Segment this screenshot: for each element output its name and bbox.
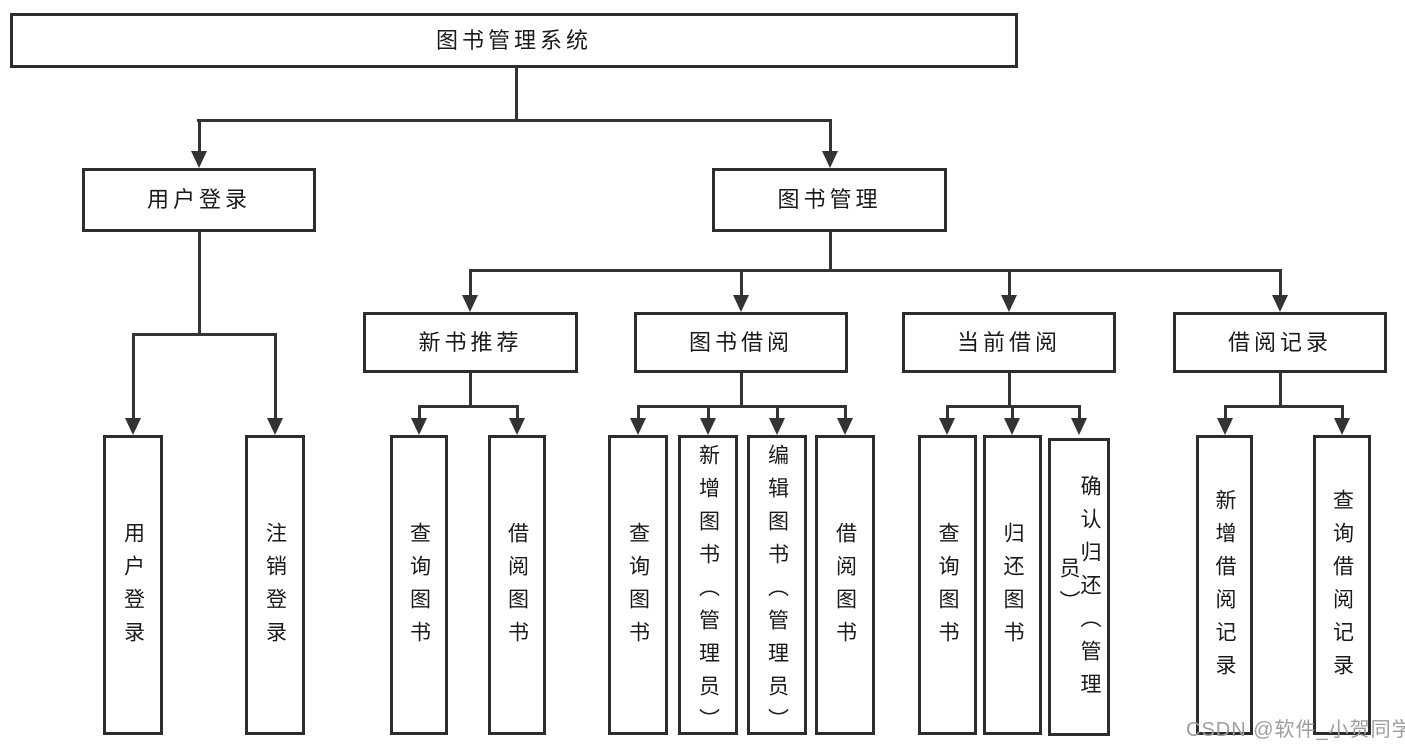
arrow-down-icon (939, 418, 955, 435)
arrow-down-icon (267, 418, 283, 435)
node-user-login: 用户登录 (82, 168, 316, 232)
connector-bb-stem (740, 373, 743, 408)
connector-drop-bb2-line (707, 405, 710, 420)
arrow-down-icon (837, 418, 853, 435)
csdn-watermark: CSDN @软件_小贺同学 (1186, 719, 1405, 741)
connector-drop-mgmt-line (829, 119, 832, 153)
connector-drop-l3-2-line (740, 269, 743, 297)
arrow-down-icon (769, 418, 785, 435)
leaf-bb-query-books: 查询图书 (608, 435, 668, 735)
connector-nb-bar (418, 405, 519, 408)
connector-drop-l3-3-line (1008, 269, 1011, 297)
connector-bb-bar (637, 405, 846, 408)
connector-drop-cb1-line (946, 405, 949, 420)
arrow-down-icon (1001, 295, 1017, 312)
connector-user-bar (132, 333, 276, 336)
arrow-down-icon (509, 418, 525, 435)
node-current-borrowing: 当前借阅 (902, 312, 1116, 373)
leaf-cb-query-books: 查询图书 (918, 435, 977, 735)
arrow-down-icon (630, 418, 646, 435)
connector-level3-bar (469, 269, 1281, 272)
arrow-down-icon (462, 295, 478, 312)
connector-root-stem (515, 68, 518, 121)
leaf-cb-return-books: 归还图书 (983, 435, 1042, 735)
leaf-bb-add-books-admin: 新增图书（管理员） (678, 435, 738, 741)
arrow-down-icon (411, 418, 427, 435)
leaf-logout: 注销登录 (245, 435, 305, 735)
connector-drop-nb1-line (418, 405, 421, 420)
leaf-user-login: 用户登录 (103, 435, 163, 735)
node-new-book-recommend: 新书推荐 (363, 312, 578, 373)
connector-drop-bb4-line (844, 405, 847, 420)
connector-drop-l3-1-line (469, 269, 472, 297)
arrow-down-icon (125, 418, 141, 435)
leaf-nb-query-books: 查询图书 (390, 435, 448, 735)
connector-level2-bar (197, 119, 831, 122)
arrow-down-icon (1004, 418, 1020, 435)
connector-drop-cb3-line (1078, 405, 1081, 420)
node-root: 图书管理系统 (10, 13, 1018, 68)
arrow-down-icon (1334, 418, 1350, 435)
leaf-cb-confirm-return-admin: 确认归还（管理员） (1048, 438, 1110, 736)
connector-drop-nb2-line (516, 405, 519, 420)
arrow-down-icon (1217, 418, 1233, 435)
arrow-down-icon (191, 151, 207, 168)
connector-drop-user2-line (274, 333, 277, 420)
arrow-down-icon (733, 295, 749, 312)
leaf-bb-borrow-books: 借阅图书 (815, 435, 875, 735)
connector-drop-bb3-line (776, 405, 779, 420)
arrow-down-icon (700, 418, 716, 435)
leaf-nb-borrow-books: 借阅图书 (488, 435, 546, 735)
leaf-br-query-record: 查询借阅记录 (1313, 435, 1371, 735)
connector-drop-user-line (198, 119, 201, 153)
connector-drop-br2-line (1341, 405, 1344, 420)
arrow-down-icon (1272, 295, 1288, 312)
arrow-down-icon (1071, 418, 1087, 435)
leaf-br-add-record: 新增借阅记录 (1196, 435, 1253, 735)
connector-user-stem (198, 232, 201, 336)
node-book-borrowing: 图书借阅 (634, 312, 848, 373)
node-book-management: 图书管理 (712, 168, 947, 232)
connector-drop-br1-line (1224, 405, 1227, 420)
leaf-bb-edit-books-admin: 编辑图书（管理员） (747, 435, 807, 741)
node-borrowing-records: 借阅记录 (1173, 312, 1387, 373)
connector-mgmt-stem (829, 232, 832, 272)
connector-drop-user1-line (132, 333, 135, 420)
connector-br-bar (1224, 405, 1343, 408)
connector-cb-stem (1008, 373, 1011, 408)
connector-br-stem (1279, 373, 1282, 408)
connector-nb-stem (469, 373, 472, 408)
connector-drop-l3-4-line (1279, 269, 1282, 297)
connector-drop-bb1-line (637, 405, 640, 420)
arrow-down-icon (822, 151, 838, 168)
connector-drop-cb2-line (1011, 405, 1014, 420)
